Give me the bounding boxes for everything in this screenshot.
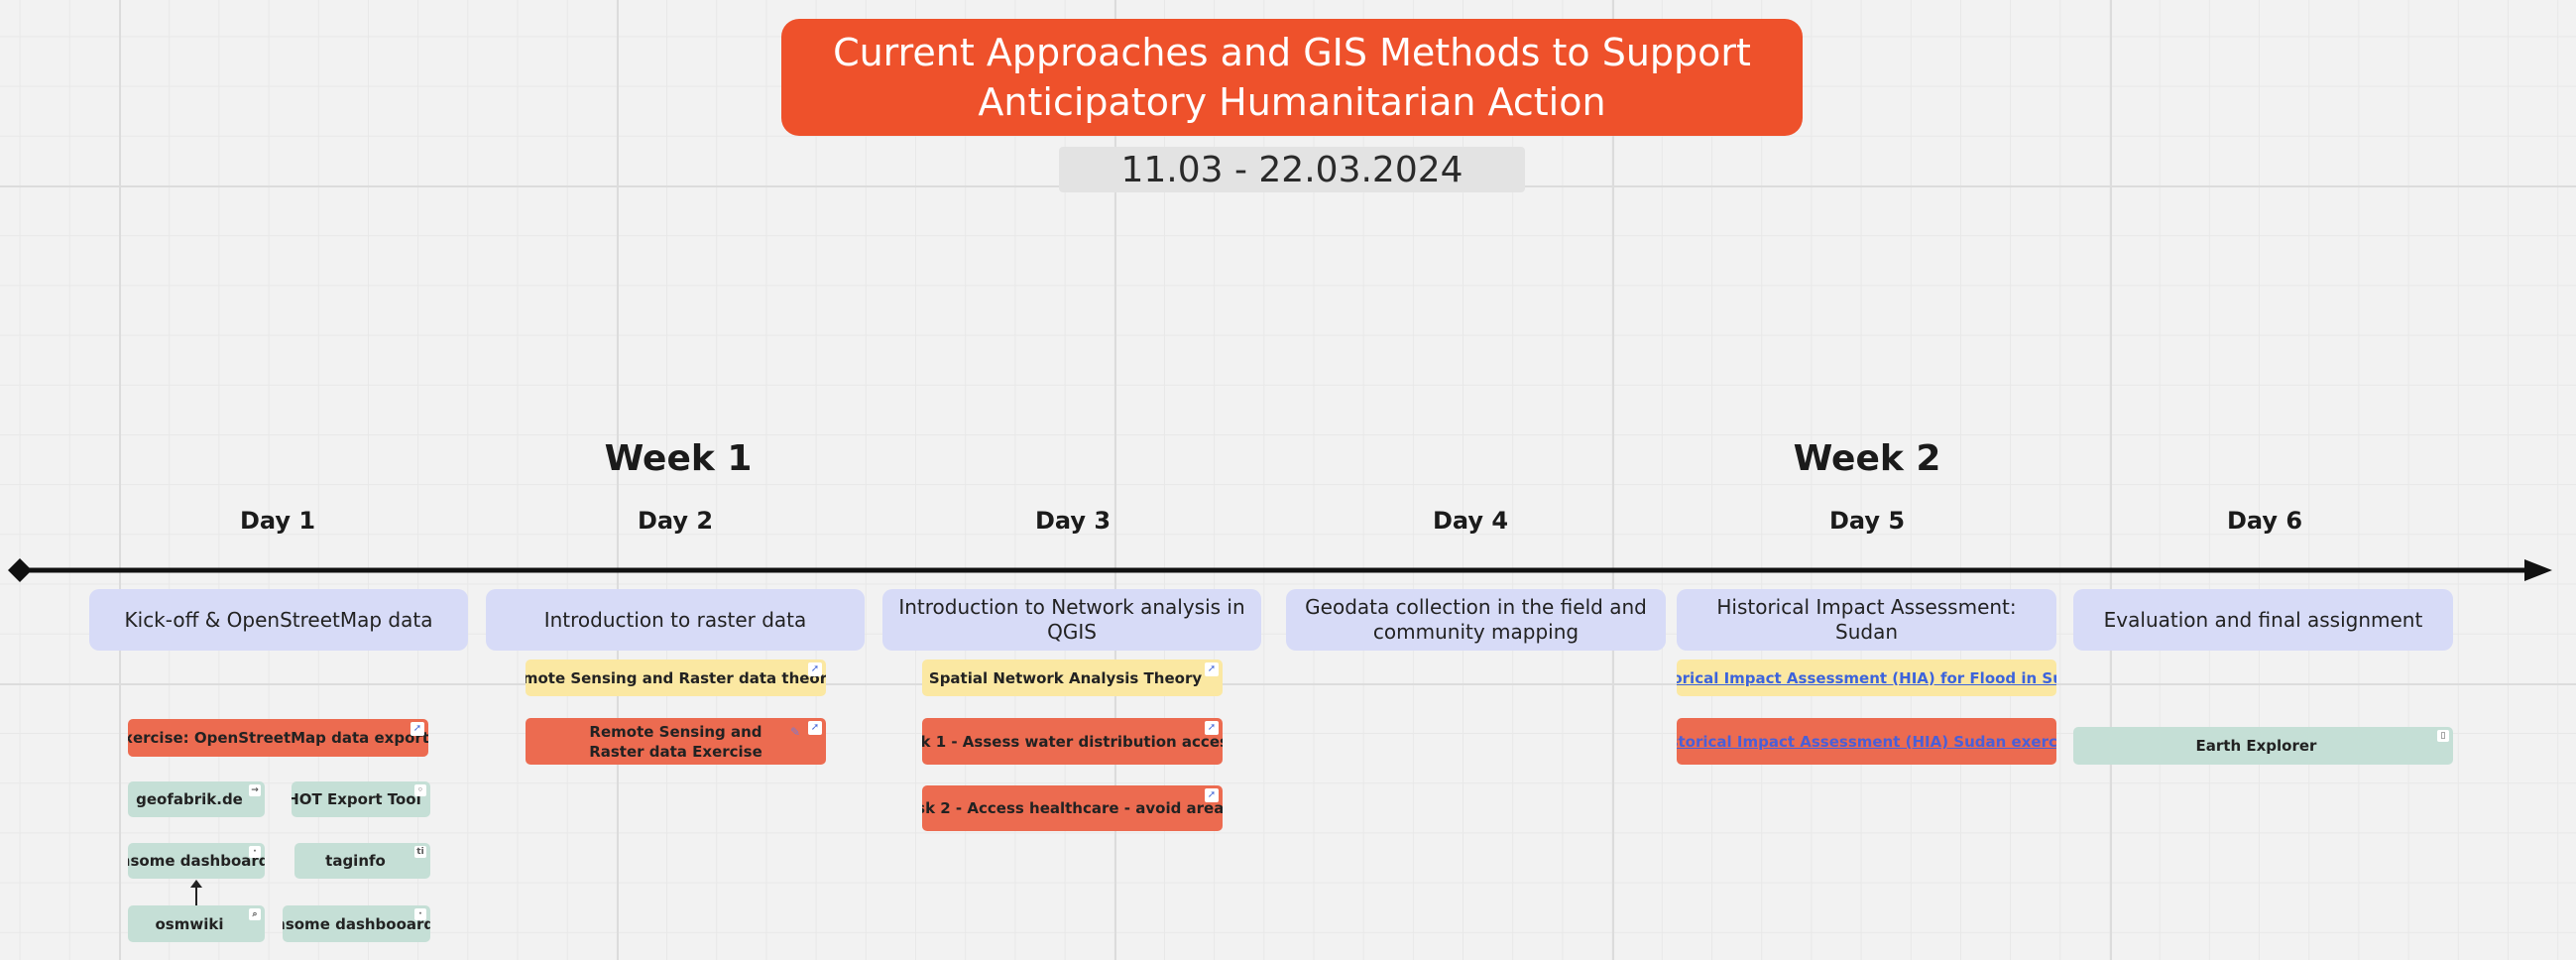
hia-flood-sudan-link[interactable]: Historical Impact Assessment (HIA) for F… — [1677, 668, 2056, 687]
week-1-label[interactable]: Week 1 — [604, 438, 753, 479]
hia-sudan-exercise-link[interactable]: Historical Impact Assessment (HIA) Sudan… — [1677, 732, 2056, 751]
day-6-label[interactable]: Day 6 — [2226, 507, 2303, 535]
task-1-label: Task 1 - Assess water distribution acces… — [922, 732, 1223, 751]
remote-sensing-exercise-card[interactable]: Remote Sensing and Raster data Exercise … — [526, 718, 826, 765]
remote-sensing-theory-label: Remote Sensing and Raster data theory — [526, 668, 826, 687]
day-1-label[interactable]: Day 1 — [239, 507, 316, 535]
rocket-icon: ➚ — [1205, 662, 1219, 676]
taginfo-label: taginfo — [325, 852, 386, 870]
task-2-card[interactable]: Task 2 - Access healthcare - avoid areas… — [922, 785, 1223, 831]
osm-export-exercise-card[interactable]: Exercise: OpenStreetMap data export ➚ — [128, 719, 428, 757]
hot-export-tool-card[interactable]: HOT Export Tool ◦ — [292, 781, 430, 817]
task-1-card[interactable]: Task 1 - Assess water distribution acces… — [922, 718, 1223, 765]
osmwiki-label: osmwiki — [155, 914, 224, 933]
link-icon: → — [249, 784, 261, 796]
pencil-icon: ✎ — [789, 725, 800, 739]
ohsome-dashbooard-card[interactable]: ohsome dashbooard · — [283, 905, 430, 942]
hot-export-tool-label: HOT Export Tool — [292, 790, 421, 808]
bookmark-icon: ▯ — [2437, 730, 2449, 742]
dashboard-icon: · — [249, 846, 261, 858]
day-3-label[interactable]: Day 3 — [1034, 507, 1112, 535]
osmwiki-card[interactable]: osmwiki ⌕ — [128, 905, 265, 942]
geofabrik-card[interactable]: geofabrik.de → — [128, 781, 265, 817]
tag-icon: ti — [414, 846, 426, 858]
board-title-line-1: Current Approaches and GIS Methods to Su… — [833, 31, 1751, 74]
rocket-icon: ➚ — [410, 722, 424, 736]
ohsome-dashboard-label: ohsome dashboard — [128, 852, 265, 870]
geofabrik-label: geofabrik.de — [136, 790, 243, 808]
taginfo-card[interactable]: taginfo ti — [294, 843, 430, 879]
rocket-icon: ➚ — [1205, 721, 1219, 735]
hia-flood-sudan-card[interactable]: Historical Impact Assessment (HIA) for F… — [1677, 660, 2056, 696]
topic-day-4[interactable]: Geodata collection in the field and comm… — [1286, 589, 1666, 651]
timeline-arrow[interactable] — [0, 545, 2576, 595]
topic-day-2[interactable]: Introduction to raster data — [486, 589, 865, 651]
remote-sensing-theory-card[interactable]: Remote Sensing and Raster data theory ➚ — [526, 660, 826, 696]
date-range[interactable]: 11.03 - 22.03.2024 — [1059, 147, 1525, 192]
search-icon: ⌕ — [249, 908, 261, 920]
day-2-label[interactable]: Day 2 — [637, 507, 714, 535]
network-analysis-theory-card[interactable]: Spatial Network Analysis Theory ➚ — [922, 660, 1223, 696]
earth-explorer-card[interactable]: Earth Explorer ▯ — [2073, 727, 2453, 765]
connector-arrow — [190, 880, 202, 905]
timeline-arrowhead — [2524, 559, 2552, 581]
ohsome-dashboard-card[interactable]: ohsome dashboard · — [128, 843, 265, 879]
hia-sudan-exercise-card[interactable]: Historical Impact Assessment (HIA) Sudan… — [1677, 718, 2056, 765]
rocket-icon: ➚ — [1205, 788, 1219, 802]
dashboard-icon: · — [414, 908, 426, 920]
day-5-label[interactable]: Day 5 — [1828, 507, 1906, 535]
rocket-icon: ➚ — [808, 721, 822, 735]
board-title[interactable]: Current Approaches and GIS Methods to Su… — [781, 19, 1803, 136]
day-4-label[interactable]: Day 4 — [1432, 507, 1509, 535]
globe-icon: ◦ — [414, 784, 426, 796]
network-analysis-theory-label: Spatial Network Analysis Theory — [928, 668, 1203, 687]
topic-day-5[interactable]: Historical Impact Assessment: Sudan — [1677, 589, 2056, 651]
task-2-label: Task 2 - Access healthcare - avoid areas — [922, 799, 1223, 817]
rocket-icon: ➚ — [808, 662, 822, 676]
topic-day-1[interactable]: Kick-off & OpenStreetMap data — [89, 589, 468, 651]
ohsome-dashbooard-label: ohsome dashbooard — [283, 914, 430, 933]
earth-explorer-label: Earth Explorer — [2195, 737, 2317, 755]
topic-day-3[interactable]: Introduction to Network analysis in QGIS — [882, 589, 1261, 651]
remote-sensing-exercise-label: Remote Sensing and Raster data Exercise — [589, 722, 762, 761]
topic-day-6[interactable]: Evaluation and final assignment — [2073, 589, 2453, 651]
osm-export-exercise-label: Exercise: OpenStreetMap data export — [128, 729, 428, 747]
week-2-label[interactable]: Week 2 — [1793, 438, 1941, 479]
board-title-line-2: Anticipatory Humanitarian Action — [978, 80, 1606, 124]
